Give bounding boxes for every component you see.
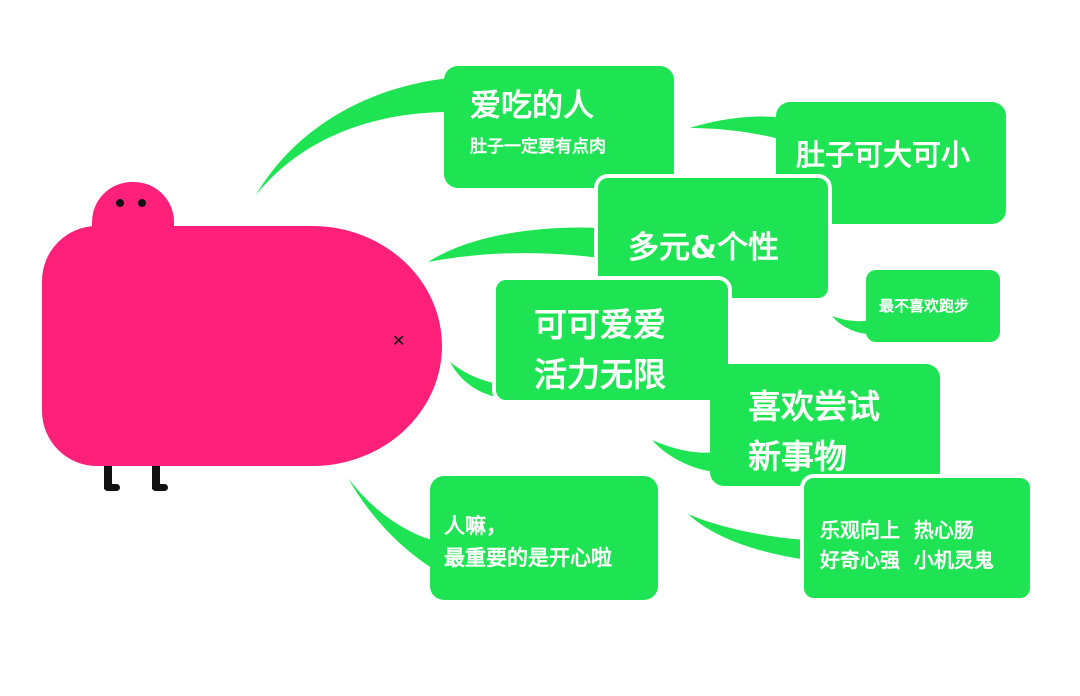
- tail-cute: [450, 362, 504, 398]
- creature-right-foot: [152, 484, 168, 491]
- bubble-cute-line2: 活力无限: [534, 355, 666, 394]
- creature-right-leg: [152, 463, 160, 489]
- tail-foodie: [256, 78, 450, 195]
- bubble-running: 最不喜欢跑步: [866, 270, 1000, 342]
- bubble-foodie: 爱吃的人 肚子一定要有点肉: [444, 66, 674, 188]
- bubble-running-text: 最不喜欢跑步: [879, 297, 970, 315]
- bubble-newthings: 喜欢尝试 新事物: [710, 364, 940, 486]
- bubble-newthings-line1: 喜欢尝试: [748, 387, 880, 426]
- bubble-traits-line2: 好奇心强 小机灵鬼: [820, 548, 994, 572]
- creature-left-foot: [104, 484, 120, 491]
- bubble-cute: 可可爱爱 活力无限: [492, 276, 732, 404]
- bubble-happy-line2: 最重要的是开心啦: [444, 546, 612, 570]
- bubble-foodie-subtitle: 肚子一定要有点肉: [470, 137, 606, 157]
- bubble-traits-line1: 乐观向上 热心肠: [820, 518, 974, 542]
- creature-body: [42, 226, 442, 466]
- bubble-foodie-title: 爱吃的人: [470, 88, 594, 124]
- bubble-happy-line1: 人嘛，: [444, 514, 507, 538]
- tail-happy: [348, 478, 432, 568]
- bubble-belly-text: 肚子可大可小: [796, 138, 971, 172]
- x-mark-icon: ✕: [392, 331, 406, 350]
- tail-belly: [690, 116, 782, 140]
- bubble-happy: 人嘛， 最重要的是开心啦: [430, 476, 658, 600]
- bubble-cute-line1: 可可爱爱: [534, 305, 666, 344]
- creature-left-eye: [116, 199, 124, 207]
- bubble-traits: 乐观向上 热心肠 好奇心强 小机灵鬼: [800, 474, 1034, 602]
- creature-left-leg: [104, 463, 112, 489]
- bubble-newthings-line2: 新事物: [748, 437, 847, 476]
- tail-newthings: [652, 440, 716, 472]
- tail-diverse: [428, 227, 600, 262]
- bubble-diverse-text: 多元&个性: [628, 230, 780, 266]
- tail-running: [832, 316, 870, 334]
- creature-right-eye: [138, 199, 146, 207]
- tail-traits: [688, 514, 808, 560]
